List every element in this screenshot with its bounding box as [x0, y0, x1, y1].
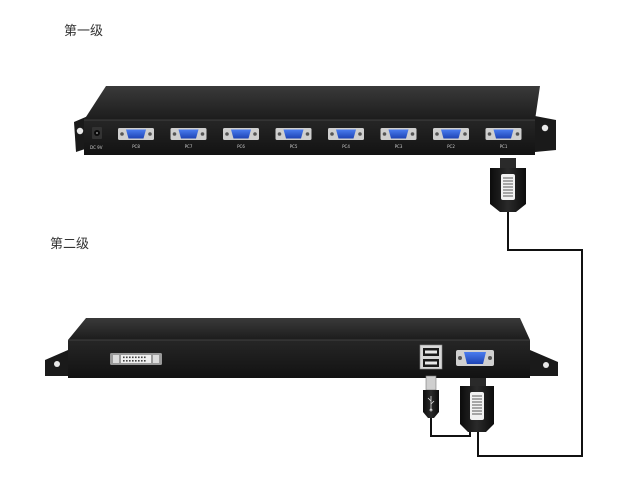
pc-port-label: PC3 [395, 144, 403, 149]
pc-port-row: PC8 PC7 PC6 PC5 PC4 PC3 PC2 PC1 [118, 128, 522, 149]
vga-port-icon [456, 350, 494, 366]
vga-port-pc7: PC7 [170, 128, 207, 149]
pc-port-label: PC8 [132, 144, 140, 149]
chassis-top [84, 86, 540, 120]
usb-cable [430, 418, 471, 437]
pc-port-label: PC5 [290, 144, 298, 149]
mount-hole-right-2 [543, 362, 549, 368]
vga-port-pc1: PC1 [485, 128, 522, 149]
vga-port-pc5: PC5 [275, 128, 312, 149]
pc-port-label: PC4 [342, 144, 350, 149]
vga-port-pc3: PC3 [380, 128, 417, 149]
vga-port-pc8: PC8 [118, 128, 154, 149]
vga-connector-icon [490, 158, 526, 212]
first-level-kvm: DC 9V PC8 PC7 PC6 PC5 PC4 PC3 PC2 PC1 [74, 86, 556, 155]
vga-port-pc6: PC6 [223, 128, 259, 149]
usb-connector-icon [423, 375, 439, 418]
second-level-label: 第二级 [50, 237, 90, 252]
pc-port-label: PC6 [237, 144, 245, 149]
chassis-top-2 [68, 318, 530, 340]
pc-port-label: PC7 [185, 144, 193, 149]
power-label: DC 9V [90, 145, 103, 150]
chassis-front-2 [68, 340, 530, 378]
mount-ear-right [535, 116, 556, 152]
vga-cable [477, 212, 583, 457]
usb-ports-icon [419, 344, 443, 370]
mount-hole-right [541, 124, 549, 132]
vga-port-pc2: PC2 [433, 128, 469, 149]
power-jack-icon [92, 127, 102, 139]
second-level-kvm [45, 318, 558, 378]
mount-hole-left [76, 127, 84, 135]
pc-port-label: PC1 [500, 144, 508, 149]
vga-port-pc4: PC4 [328, 128, 364, 149]
first-level-label: 第一级 [64, 24, 104, 39]
mount-hole-left-2 [54, 361, 60, 367]
pc-port-label: PC2 [447, 144, 455, 149]
vga-connector-icon [460, 378, 494, 432]
dvi-port-icon [110, 353, 162, 365]
